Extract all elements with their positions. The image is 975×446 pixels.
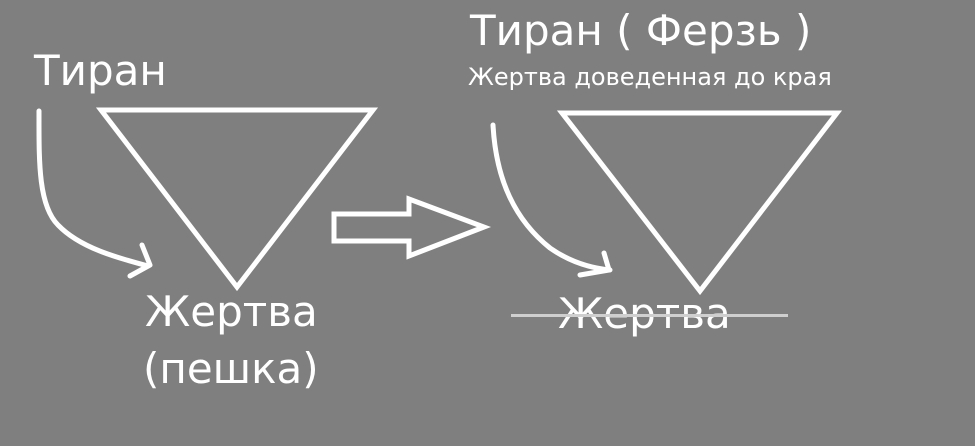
strikethrough-line: [511, 314, 788, 317]
left-inverted-triangle: [95, 107, 379, 292]
right-tyrant-label: Тиран ( Ферзь ): [470, 6, 812, 55]
right-tyrant-sublabel: Жертва доведенная до края: [468, 63, 832, 91]
left-curved-arrow-icon: [36, 108, 151, 269]
right-inverted-triangle: [556, 110, 843, 296]
left-arrowhead-icon: [127, 242, 153, 279]
left-tyrant-label: Тиран: [34, 46, 167, 95]
right-curved-arrow-icon: [490, 122, 613, 273]
left-victim-sublabel: (пешка): [143, 344, 319, 393]
left-victim-label: Жертва: [145, 287, 318, 336]
right-arrowhead-icon: [577, 250, 612, 278]
right-victim-label-struck: Жертва: [558, 289, 731, 338]
right-block-arrow-icon: [331, 195, 492, 260]
